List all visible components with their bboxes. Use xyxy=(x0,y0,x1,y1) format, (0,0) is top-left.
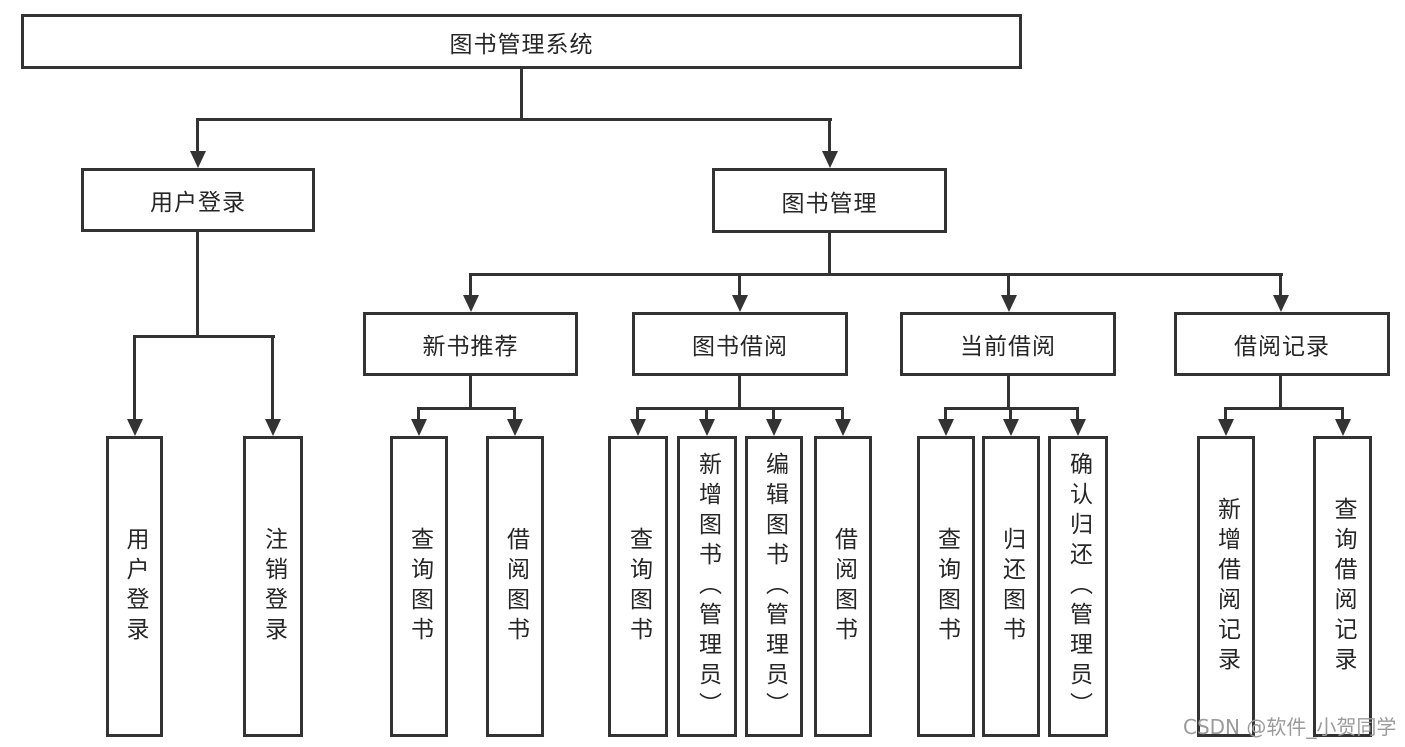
arrow-down-icon xyxy=(1218,419,1234,436)
leaf-borrow-books-recommend: 借阅图书 xyxy=(486,436,544,737)
node-label: 编辑图书（管理员） xyxy=(761,451,788,722)
node-label: 查询图书 xyxy=(625,526,652,647)
connector-line xyxy=(417,407,516,410)
node-label: 确认归还（管理员） xyxy=(1065,451,1092,722)
connector-line xyxy=(828,118,831,154)
arrow-down-icon xyxy=(265,419,281,436)
node-label: 图书管理系统 xyxy=(449,31,594,58)
node-label: 查询图书 xyxy=(406,526,433,647)
connector-line xyxy=(469,273,1283,276)
csdn-watermark: CSDN @软件_小贺同学 xyxy=(1183,715,1397,739)
connector-line xyxy=(133,335,136,421)
node-label: 新书推荐 xyxy=(422,334,519,360)
connector-line xyxy=(1224,407,1227,421)
connector-line xyxy=(828,230,831,275)
arrow-down-icon xyxy=(463,295,479,312)
connector-line xyxy=(133,335,275,338)
node-label: 借阅记录 xyxy=(1234,334,1330,360)
connector-line xyxy=(636,407,844,410)
node-label: 当前借阅 xyxy=(960,334,1056,360)
connector-line xyxy=(417,407,420,421)
connector-line xyxy=(1007,273,1010,297)
node-label: 新增图书（管理员） xyxy=(694,451,721,722)
node-label: 图书借阅 xyxy=(692,334,788,360)
arrow-down-icon xyxy=(190,151,206,168)
arrow-down-icon xyxy=(699,419,715,436)
connector-line xyxy=(196,118,199,154)
arrow-down-icon xyxy=(1070,419,1086,436)
node-user-login: 用户登录 xyxy=(81,168,315,232)
connector-line xyxy=(469,374,472,410)
connector-line xyxy=(513,407,516,421)
leaf-query-books-borrowing: 查询图书 xyxy=(608,436,668,737)
connector-line xyxy=(1279,273,1282,297)
leaf-return-books: 归还图书 xyxy=(982,436,1040,737)
node-borrowing-records: 借阅记录 xyxy=(1174,312,1390,376)
connector-line xyxy=(271,335,274,421)
leaf-edit-books-admin: 编辑图书（管理员） xyxy=(745,436,803,737)
arrow-down-icon xyxy=(507,419,523,436)
connector-line xyxy=(469,273,472,297)
arrow-down-icon xyxy=(630,419,646,436)
connector-line xyxy=(1076,407,1079,421)
node-label: 归还图书 xyxy=(998,526,1025,647)
connector-line xyxy=(636,407,639,421)
connector-line xyxy=(705,407,708,421)
connector-line xyxy=(944,407,947,421)
connector-line xyxy=(738,374,741,410)
arrow-down-icon xyxy=(1273,295,1289,312)
connector-line xyxy=(738,273,741,297)
leaf-add-books-admin: 新增图书（管理员） xyxy=(677,436,737,737)
node-label: 用户登录 xyxy=(122,526,148,647)
node-label: 用户登录 xyxy=(150,190,246,216)
node-label: 查询借阅记录 xyxy=(1330,496,1356,677)
connector-line xyxy=(196,118,832,121)
connector-line xyxy=(1341,407,1344,421)
node-library-management-system: 图书管理系统 xyxy=(21,14,1022,69)
node-new-book-recommendation: 新书推荐 xyxy=(363,312,578,376)
arrow-down-icon xyxy=(411,419,427,436)
arrow-down-icon xyxy=(732,295,748,312)
connector-line xyxy=(196,230,199,337)
leaf-user-login: 用户登录 xyxy=(106,436,163,737)
arrow-down-icon xyxy=(766,419,782,436)
node-label: 借阅图书 xyxy=(830,526,857,647)
leaf-confirm-return-admin: 确认归还（管理员） xyxy=(1048,436,1108,737)
connector-line xyxy=(1007,374,1010,410)
arrow-down-icon xyxy=(1335,419,1351,436)
node-label: 借阅图书 xyxy=(502,526,529,647)
node-label: 图书管理 xyxy=(781,190,878,217)
connector-line xyxy=(520,69,523,121)
arrow-down-icon xyxy=(938,419,954,436)
connector-line xyxy=(1279,374,1282,410)
connector-line xyxy=(1224,407,1343,410)
leaf-logout: 注销登录 xyxy=(243,436,303,737)
arrow-down-icon xyxy=(822,151,838,168)
arrow-down-icon xyxy=(835,419,851,436)
node-book-borrowing: 图书借阅 xyxy=(632,312,848,376)
leaf-query-books-recommend: 查询图书 xyxy=(390,436,448,737)
connector-line xyxy=(841,407,844,421)
leaf-borrow-books: 借阅图书 xyxy=(814,436,872,737)
leaf-query-borrow-record: 查询借阅记录 xyxy=(1313,436,1372,737)
leaf-add-borrow-record: 新增借阅记录 xyxy=(1197,436,1255,737)
arrow-down-icon xyxy=(127,419,143,436)
connector-line xyxy=(1009,407,1012,421)
node-book-management: 图书管理 xyxy=(712,168,947,233)
node-label: 新增借阅记录 xyxy=(1213,496,1240,677)
node-label: 注销登录 xyxy=(260,526,287,647)
arrow-down-icon xyxy=(1001,295,1017,312)
leaf-query-books-current: 查询图书 xyxy=(917,436,975,737)
node-label: 查询图书 xyxy=(933,526,960,647)
arrow-down-icon xyxy=(1003,419,1019,436)
connector-line xyxy=(772,407,775,421)
node-current-borrowing: 当前借阅 xyxy=(900,312,1116,376)
